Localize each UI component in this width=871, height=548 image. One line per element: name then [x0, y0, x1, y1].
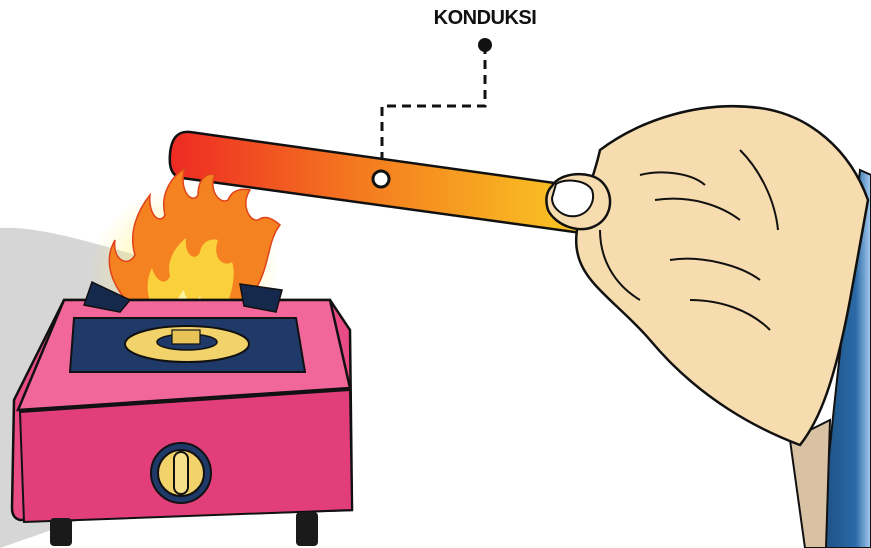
hand-icon	[546, 106, 868, 445]
leader-line	[382, 38, 492, 178]
stove-knob-icon	[151, 443, 211, 503]
konduksi-label: KONDUKSI	[410, 7, 560, 30]
gas-stove	[12, 282, 352, 546]
conduction-point-marker	[373, 171, 389, 187]
